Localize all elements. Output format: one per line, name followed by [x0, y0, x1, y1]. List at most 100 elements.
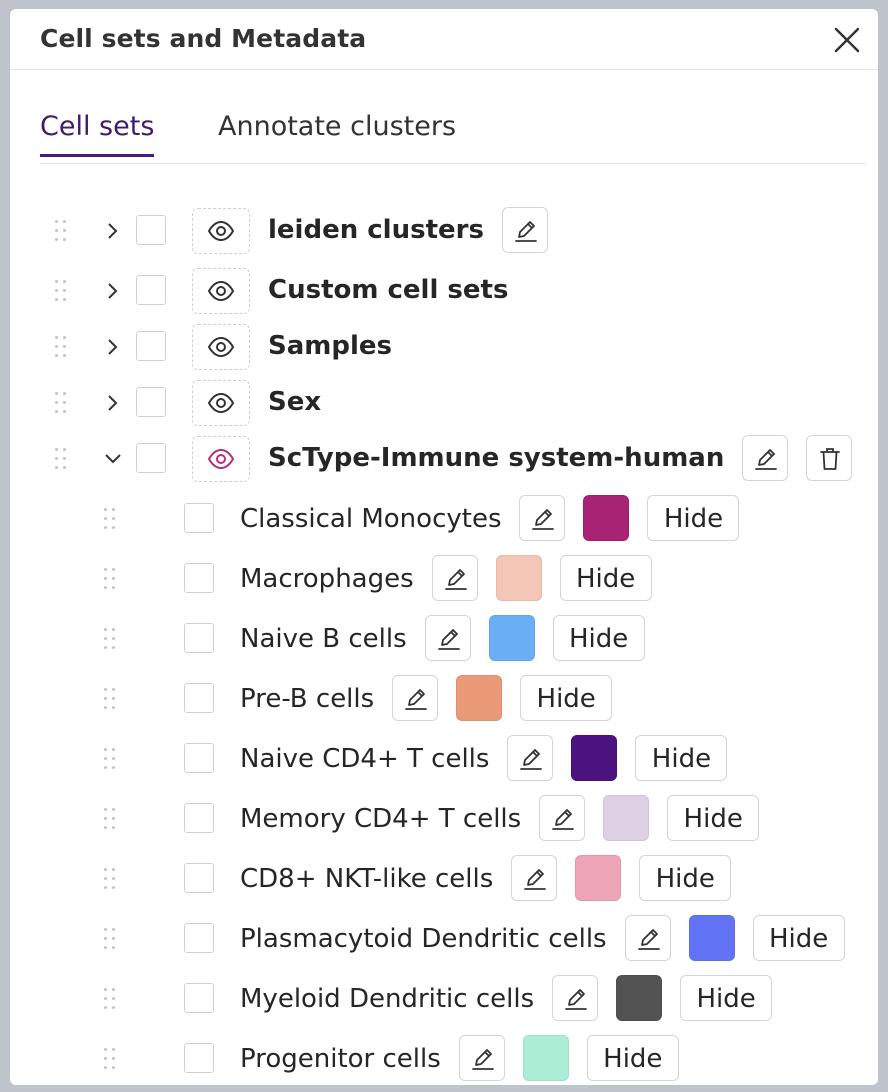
hide-button[interactable]: Hide	[639, 855, 732, 901]
hide-button[interactable]: Hide	[752, 915, 845, 961]
drag-handle-icon[interactable]	[55, 220, 69, 242]
color-swatch[interactable]	[495, 555, 542, 601]
visibility-toggle-button[interactable]	[192, 324, 250, 370]
chevron-right-icon[interactable]	[104, 217, 122, 245]
visibility-toggle-button[interactable]	[192, 436, 250, 482]
cell-set-label: CD8+ NKT-like cells	[240, 864, 494, 894]
edit-cell-set-button[interactable]	[458, 1035, 505, 1081]
color-swatch[interactable]	[583, 495, 630, 541]
chevron-right-icon[interactable]	[104, 333, 122, 361]
edit-group-button[interactable]	[501, 207, 548, 253]
cell-set-checkbox[interactable]	[184, 803, 214, 833]
cell-set-label: Progenitor cells	[240, 1044, 441, 1074]
drag-handle-icon[interactable]	[104, 568, 118, 590]
drag-handle-icon[interactable]	[104, 748, 118, 770]
cell-set-label: Macrophages	[240, 564, 414, 594]
drag-handle-icon[interactable]	[104, 928, 118, 950]
hide-button[interactable]: Hide	[635, 735, 728, 781]
visibility-toggle-button[interactable]	[192, 208, 250, 254]
cell-set-checkbox[interactable]	[184, 923, 214, 953]
group-label: Sex	[268, 387, 322, 417]
cell-set-label: Classical Monocytes	[240, 504, 502, 534]
cell-set-row: CD8+ NKT-like cells Hide	[10, 851, 878, 907]
drag-handle-icon[interactable]	[104, 868, 118, 890]
visibility-toggle-button[interactable]	[192, 380, 250, 426]
drag-handle-icon[interactable]	[55, 336, 69, 358]
panel-header: Cell sets and Metadata	[10, 9, 878, 70]
cell-set-label: Naive CD4+ T cells	[240, 744, 490, 774]
color-swatch[interactable]	[456, 675, 503, 721]
edit-cell-set-button[interactable]	[507, 735, 554, 781]
cell-set-row: Naive CD4+ T cells Hide	[10, 731, 878, 787]
cell-set-checkbox[interactable]	[184, 983, 214, 1013]
tab-annotate-clusters[interactable]: Annotate clusters	[218, 111, 457, 142]
color-swatch[interactable]	[575, 855, 622, 901]
drag-handle-icon[interactable]	[104, 988, 118, 1010]
chevron-down-icon[interactable]	[104, 445, 122, 473]
edit-cell-set-button[interactable]	[624, 915, 671, 961]
color-swatch[interactable]	[571, 735, 618, 781]
drag-handle-icon[interactable]	[55, 280, 69, 302]
hide-button[interactable]: Hide	[647, 495, 740, 541]
drag-handle-icon[interactable]	[104, 628, 118, 650]
cell-set-checkbox[interactable]	[184, 563, 214, 593]
cell-set-checkbox[interactable]	[184, 863, 214, 893]
cell-set-checkbox[interactable]	[184, 623, 214, 653]
cell-set-row: Macrophages Hide	[10, 551, 878, 607]
color-swatch[interactable]	[603, 795, 650, 841]
drag-handle-icon[interactable]	[104, 1048, 118, 1070]
tab-bar: Cell sets Annotate clusters	[40, 103, 866, 164]
edit-cell-set-button[interactable]	[539, 795, 586, 841]
cell-set-checkbox[interactable]	[184, 1043, 214, 1073]
edit-cell-set-button[interactable]	[392, 675, 439, 721]
hide-button[interactable]: Hide	[667, 795, 760, 841]
cell-set-label: Plasmacytoid Dendritic cells	[240, 924, 607, 954]
cell-sets-panel: Cell sets and Metadata Cell sets Annotat…	[10, 9, 878, 1085]
group-checkbox[interactable]	[136, 215, 166, 245]
group-checkbox[interactable]	[136, 443, 166, 473]
visibility-toggle-button[interactable]	[192, 268, 250, 314]
group-checkbox[interactable]	[136, 275, 166, 305]
drag-handle-icon[interactable]	[55, 392, 69, 414]
edit-cell-set-button[interactable]	[424, 615, 471, 661]
color-swatch[interactable]	[688, 915, 735, 961]
edit-group-button[interactable]	[742, 435, 789, 481]
group-row: Custom cell sets	[10, 263, 878, 319]
drag-handle-icon[interactable]	[104, 508, 118, 530]
group-row: leiden clusters	[10, 203, 878, 259]
chevron-right-icon[interactable]	[104, 389, 122, 417]
drag-handle-icon[interactable]	[104, 688, 118, 710]
drag-handle-icon[interactable]	[104, 808, 118, 830]
hide-button[interactable]: Hide	[520, 675, 613, 721]
group-checkbox[interactable]	[136, 331, 166, 361]
cell-set-checkbox[interactable]	[184, 503, 214, 533]
drag-handle-icon[interactable]	[55, 448, 69, 470]
edit-cell-set-button[interactable]	[431, 555, 478, 601]
group-row: Samples	[10, 319, 878, 375]
edit-cell-set-button[interactable]	[552, 975, 599, 1021]
cell-set-label: Pre-B cells	[240, 684, 375, 714]
cell-set-checkbox[interactable]	[184, 743, 214, 773]
close-icon[interactable]	[832, 25, 862, 55]
hide-button[interactable]: Hide	[559, 555, 652, 601]
chevron-right-icon[interactable]	[104, 277, 122, 305]
tab-cell-sets[interactable]: Cell sets	[40, 111, 155, 157]
edit-cell-set-button[interactable]	[511, 855, 558, 901]
hide-button[interactable]: Hide	[552, 615, 645, 661]
delete-group-button[interactable]	[806, 435, 853, 481]
hide-button[interactable]: Hide	[586, 1035, 679, 1081]
edit-cell-set-button[interactable]	[519, 495, 566, 541]
color-swatch[interactable]	[616, 975, 663, 1021]
cell-set-checkbox[interactable]	[184, 683, 214, 713]
group-checkbox[interactable]	[136, 387, 166, 417]
cell-set-row: Naive B cells Hide	[10, 611, 878, 667]
cell-set-label: Naive B cells	[240, 624, 407, 654]
group-label: Samples	[268, 331, 392, 361]
hide-button[interactable]: Hide	[680, 975, 773, 1021]
color-swatch[interactable]	[488, 615, 535, 661]
cell-set-row: Classical Monocytes Hide	[10, 491, 878, 547]
group-label: ScType-Immune system-human	[268, 443, 725, 473]
color-swatch[interactable]	[522, 1035, 569, 1081]
cell-set-row: Pre-B cells Hide	[10, 671, 878, 727]
